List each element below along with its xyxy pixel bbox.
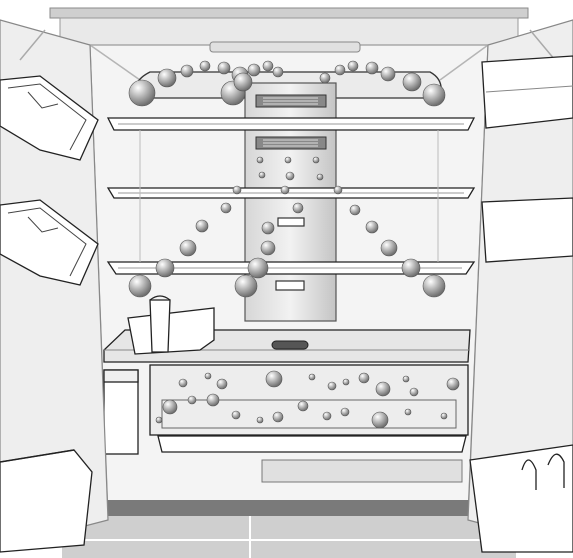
air-bubble-icon xyxy=(348,61,358,71)
air-bubble-icon xyxy=(285,157,291,163)
air-bubble-icon xyxy=(403,376,409,382)
air-bubble-icon xyxy=(217,379,227,389)
air-bubble-icon xyxy=(334,186,342,194)
air-bubble-icon xyxy=(207,394,219,406)
air-bubble-icon xyxy=(323,412,331,420)
air-bubble-icon xyxy=(218,62,230,74)
air-bubble-icon xyxy=(372,412,388,428)
air-bubble-icon xyxy=(403,73,421,91)
air-bubble-icon xyxy=(180,240,196,256)
air-bubble-icon xyxy=(221,203,231,213)
air-bubble-icon xyxy=(233,186,241,194)
door-bin-icon xyxy=(470,445,573,552)
shelf-middle xyxy=(108,188,474,198)
air-bubble-icon xyxy=(410,388,418,396)
air-bubble-icon xyxy=(266,371,282,387)
air-bubble-icon xyxy=(179,379,187,387)
vent-icon xyxy=(256,95,326,107)
air-bubble-icon xyxy=(129,275,151,297)
air-bubble-icon xyxy=(158,69,176,87)
air-bubble-icon xyxy=(259,172,265,178)
door-bin-icon xyxy=(482,56,573,128)
air-bubble-icon xyxy=(205,373,211,379)
air-bubble-icon xyxy=(376,382,390,396)
air-bubble-icon xyxy=(263,61,273,71)
air-bubble-icon xyxy=(232,411,240,419)
air-bubble-icon xyxy=(381,240,397,256)
air-bubble-icon xyxy=(156,417,162,423)
air-bubble-icon xyxy=(298,401,308,411)
air-bubble-icon xyxy=(234,73,252,91)
air-bubble-icon xyxy=(309,374,315,380)
air-bubble-icon xyxy=(328,382,336,390)
side-container xyxy=(104,370,138,454)
air-bubble-icon xyxy=(366,221,378,233)
air-bubble-icon xyxy=(341,408,349,416)
air-bubble-icon xyxy=(366,62,378,74)
air-bubble-icon xyxy=(286,172,294,180)
cabinet-floor xyxy=(62,500,516,558)
air-bubble-icon xyxy=(262,222,274,234)
air-bubble-icon xyxy=(335,65,345,75)
air-bubble-icon xyxy=(359,373,369,383)
bottom-drawer-handle xyxy=(262,460,462,482)
air-bubble-icon xyxy=(313,157,319,163)
door-bin-icon xyxy=(482,198,573,262)
air-bubble-icon xyxy=(196,220,208,232)
air-bubble-icon xyxy=(257,157,263,163)
air-bubble-icon xyxy=(343,379,349,385)
shelf-top xyxy=(108,118,474,130)
air-bubble-icon xyxy=(281,186,289,194)
air-bubble-icon xyxy=(156,259,174,277)
air-bubble-icon xyxy=(447,378,459,390)
vent-icon xyxy=(256,137,326,149)
air-bubble-icon xyxy=(248,258,268,278)
air-bubble-icon xyxy=(129,80,155,106)
door-bin-icon xyxy=(0,450,92,552)
air-bubble-icon xyxy=(441,413,447,419)
air-bubble-icon xyxy=(248,64,260,76)
air-bubble-icon xyxy=(181,65,193,77)
air-bubble-icon xyxy=(320,73,330,83)
air-bubble-icon xyxy=(381,67,395,81)
air-bubble-icon xyxy=(402,259,420,277)
air-bubble-icon xyxy=(317,174,323,180)
air-bubble-icon xyxy=(200,61,210,71)
air-bubble-icon xyxy=(261,241,275,255)
air-bubble-icon xyxy=(163,400,177,414)
air-bubble-icon xyxy=(273,412,283,422)
air-bubble-icon xyxy=(235,275,257,297)
air-bubble-icon xyxy=(293,203,303,213)
air-bubble-icon xyxy=(257,417,263,423)
air-bubble-icon xyxy=(423,84,445,106)
air-bubble-icon xyxy=(188,396,196,404)
air-bubble-icon xyxy=(423,275,445,297)
air-bubble-icon xyxy=(405,409,411,415)
air-bubble-icon xyxy=(273,67,283,77)
air-bubble-icon xyxy=(350,205,360,215)
